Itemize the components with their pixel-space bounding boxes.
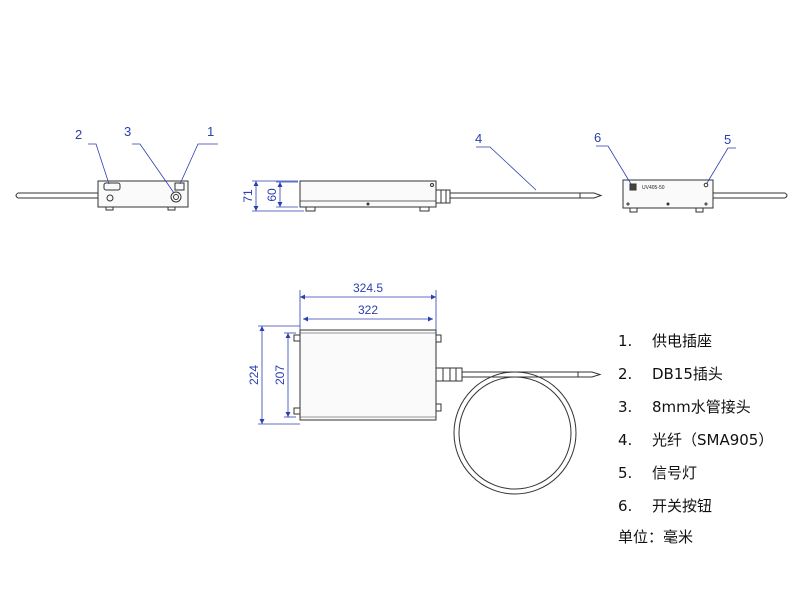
front-end-view — [622, 179, 788, 213]
side-view-foot — [419, 206, 430, 212]
side-view-fiber-connector — [436, 189, 451, 204]
dimension-71: 71 — [241, 189, 255, 203]
parts-legend: 1.供电插座 2.DB15插头 3.8mm水管接头 4.光纤（SMA905） 5… — [618, 330, 773, 528]
left-view-foot — [105, 206, 114, 211]
fiber-coil — [453, 371, 577, 495]
dimension-60: 60 — [265, 188, 279, 202]
top-view-fiber-connector — [436, 367, 463, 382]
legend-item: 5.信号灯 — [618, 464, 698, 482]
legend-text: 8mm水管接头 — [652, 398, 751, 416]
side-view — [299, 180, 603, 212]
legend-text: 光纤（SMA905） — [652, 431, 774, 449]
callout-4: 4 — [475, 131, 482, 146]
legend-text: DB15插头 — [652, 365, 723, 383]
db15-plug-icon — [103, 182, 121, 191]
front-view-fiber — [713, 192, 788, 199]
legend-text: 供电插座 — [652, 332, 713, 350]
dimension-322: 322 — [358, 303, 378, 317]
left-view-body — [97, 180, 189, 208]
side-view-foot — [305, 206, 316, 212]
legend-item: 1.供电插座 — [618, 332, 713, 350]
callout-2: 2 — [75, 127, 82, 142]
legend-item: 2.DB15插头 — [618, 365, 723, 383]
legend-text: 开关按钮 — [652, 497, 713, 515]
callout-6: 6 — [594, 130, 601, 145]
dimension-207: 207 — [273, 365, 287, 385]
left-view-foot — [167, 206, 176, 211]
fiber-icon — [450, 192, 603, 199]
callout-1: 1 — [207, 124, 214, 139]
switch-button-icon — [629, 183, 637, 191]
callout-leaders — [88, 143, 736, 194]
side-view-dimensions — [252, 180, 304, 212]
top-view-fiber — [462, 371, 602, 378]
dimension-324-5: 324.5 — [353, 281, 383, 295]
dimension-224: 224 — [247, 365, 261, 385]
callout-3: 3 — [124, 124, 131, 139]
legend-item: 3.8mm水管接头 — [618, 398, 751, 416]
legend-item: 4.光纤（SMA905） — [618, 431, 774, 449]
front-view-foot — [695, 207, 704, 213]
top-view-dimensions — [258, 290, 437, 425]
callout-5: 5 — [724, 132, 731, 147]
model-label: UV405-50 — [642, 185, 665, 191]
left-end-view — [15, 180, 189, 211]
power-socket-icon — [174, 182, 185, 191]
front-view-foot — [629, 207, 638, 213]
legend-item: 6.开关按钮 — [618, 497, 713, 515]
signal-lamp-icon — [703, 182, 709, 188]
legend-text: 信号灯 — [652, 464, 698, 482]
top-view-body — [299, 329, 437, 421]
top-view — [293, 329, 602, 495]
water-connector-icon — [170, 191, 182, 203]
left-view-fiber — [15, 192, 98, 199]
unit-note: 单位：毫米 — [618, 528, 694, 546]
